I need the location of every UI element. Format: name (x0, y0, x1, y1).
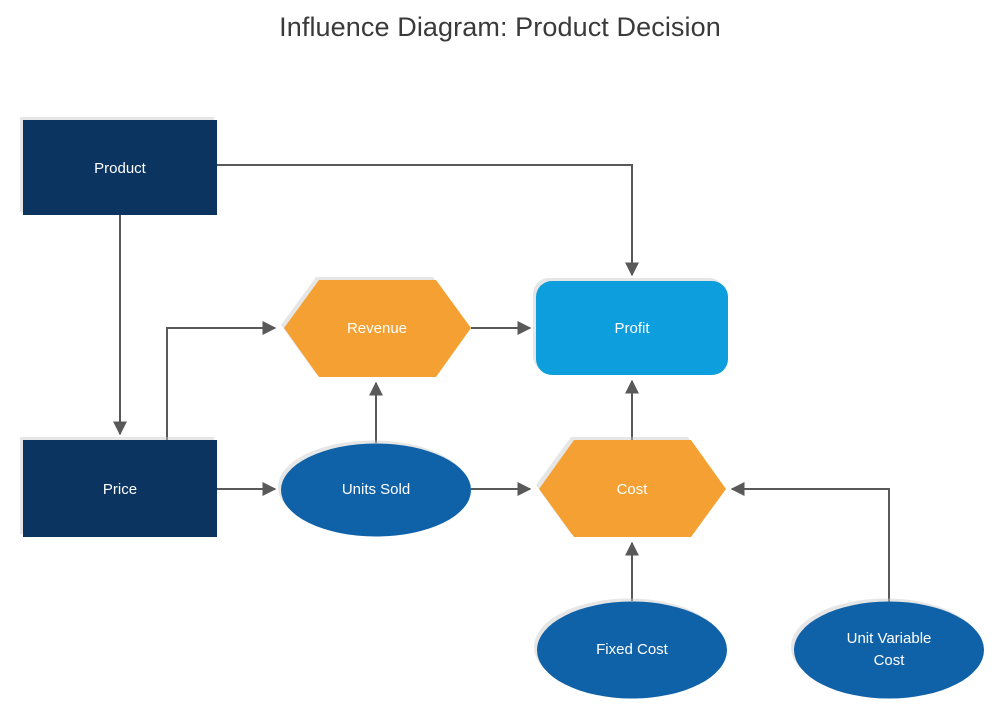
node-unit-variable-cost[interactable]: Unit Variable Cost (791, 598, 984, 699)
unit-variable-cost-label-line1: Unit Variable (847, 630, 932, 647)
cost-label: Cost (617, 481, 649, 498)
node-price[interactable]: Price (20, 437, 217, 537)
revenue-label: Revenue (347, 320, 407, 337)
product-rect[interactable] (23, 120, 217, 215)
node-product[interactable]: Product (20, 117, 217, 215)
fixed-cost-label: Fixed Cost (596, 641, 669, 658)
product-label: Product (94, 160, 147, 177)
fixed-cost-ellipse[interactable] (537, 601, 727, 699)
nodes-layer: Product Price Revenue Profit (20, 117, 984, 699)
profit-label: Profit (614, 320, 650, 337)
edge-price-to-revenue (166, 321, 277, 440)
edge-product-to-profit (217, 164, 639, 277)
revenue-hexagon[interactable] (284, 280, 471, 377)
unit-variable-cost-label-line2: Cost (874, 652, 906, 669)
price-label: Price (103, 481, 137, 498)
units-sold-ellipse[interactable] (281, 443, 471, 537)
node-units-sold[interactable]: Units Sold (278, 440, 471, 537)
units-sold-label: Units Sold (342, 481, 410, 498)
node-revenue[interactable]: Revenue (281, 277, 471, 377)
node-fixed-cost[interactable]: Fixed Cost (534, 598, 727, 699)
cost-hexagon[interactable] (539, 440, 726, 537)
price-rect[interactable] (23, 440, 217, 537)
page-title: Influence Diagram: Product Decision (279, 12, 721, 42)
unit-variable-cost-ellipse[interactable] (794, 601, 984, 699)
edges-layer (113, 164, 890, 620)
profit-rect[interactable] (536, 281, 728, 375)
edge-unit-variable-cost-to-cost (730, 482, 890, 620)
node-profit[interactable]: Profit (533, 278, 728, 375)
node-cost[interactable]: Cost (536, 437, 726, 537)
